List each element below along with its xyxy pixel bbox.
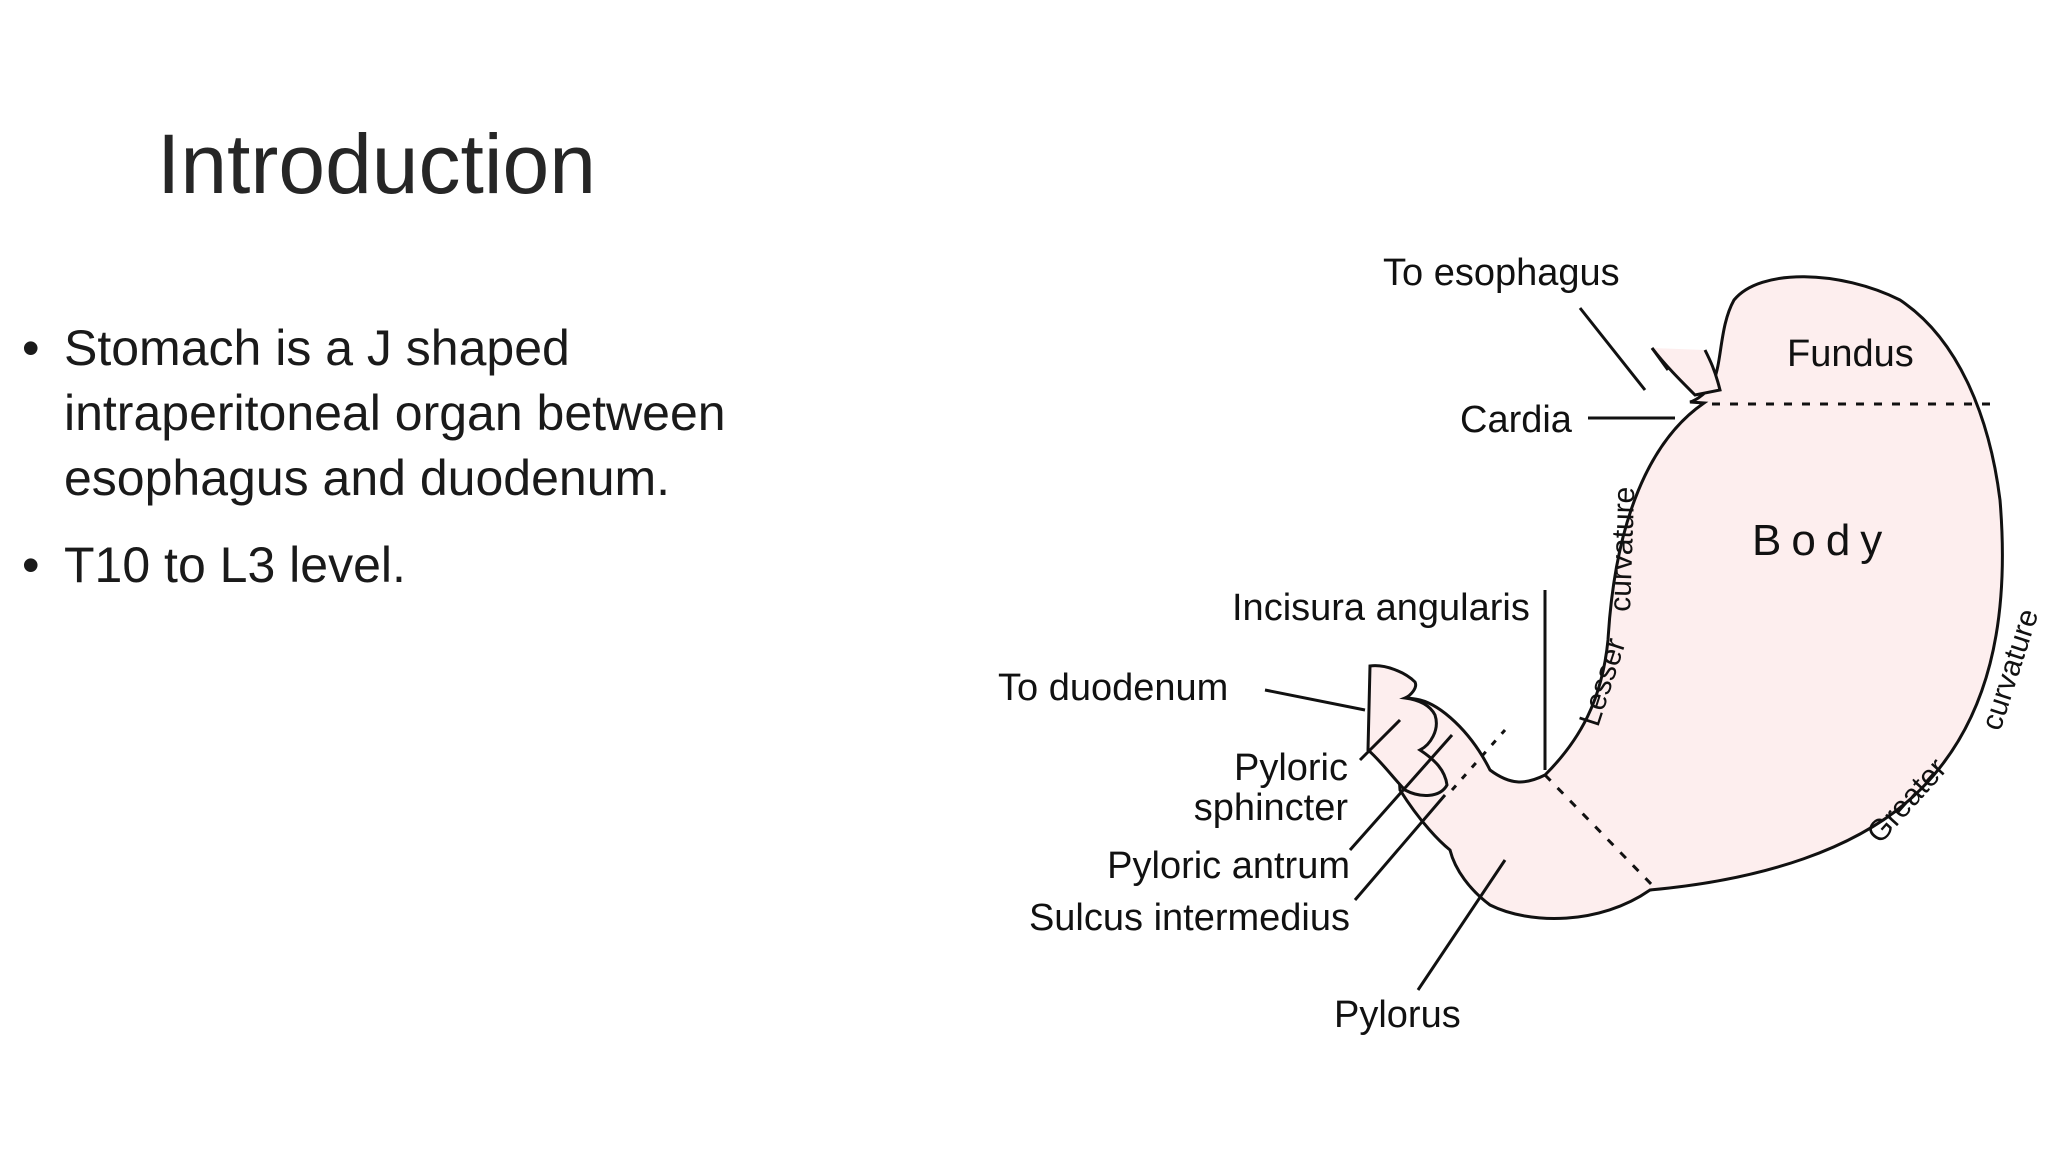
leader-to-esophagus <box>1578 307 1647 391</box>
stomach-outline <box>1393 275 2004 921</box>
esophagus-edge <box>1650 347 1670 371</box>
duodenum-stub <box>1366 664 1449 797</box>
leader-pylorus <box>1416 859 1507 991</box>
label-sulcus-intermedius: Sulcus intermedius <box>1029 897 1350 939</box>
label-incisura-angularis: Incisura angularis <box>1232 587 1530 629</box>
label-lesser-curvature-2: curvature <box>1604 486 1641 612</box>
bullet-text: T10 to L3 level. <box>64 537 406 593</box>
label-pyloric-antrum: Pyloric antrum <box>1107 845 1350 887</box>
label-to-esophagus: To esophagus <box>1383 252 1620 294</box>
leader-pyloric-sphincter <box>1358 718 1402 762</box>
label-pyloric-sphincter-2: sphincter <box>1194 787 1349 829</box>
label-body: Body <box>1752 516 1892 565</box>
leader-to-duodenum <box>1264 688 1366 712</box>
antrum-boundary <box>1543 773 1657 890</box>
esophagus-stub <box>1650 347 1722 397</box>
bullet-item: • Stomach is a J shaped intraperitoneal … <box>22 316 852 511</box>
label-to-duodenum: To duodenum <box>998 667 1228 709</box>
label-pylorus: Pylorus <box>1334 994 1461 1036</box>
bullet-list: • Stomach is a J shaped intraperitoneal … <box>22 316 852 620</box>
leader-sulcus <box>1353 794 1447 901</box>
bullet-dot-icon: • <box>22 537 40 593</box>
bullet-text: Stomach is a J shaped intraperitoneal or… <box>64 320 726 506</box>
leader-pyloric-antrum <box>1348 734 1454 851</box>
label-pyloric-sphincter-1: Pyloric <box>1234 747 1348 789</box>
bullet-dot-icon: • <box>22 320 40 376</box>
bullet-item: • T10 to L3 level. <box>22 533 852 598</box>
label-cardia: Cardia <box>1460 399 1573 441</box>
label-fundus: Fundus <box>1787 333 1914 375</box>
slide-title: Introduction <box>157 117 596 211</box>
